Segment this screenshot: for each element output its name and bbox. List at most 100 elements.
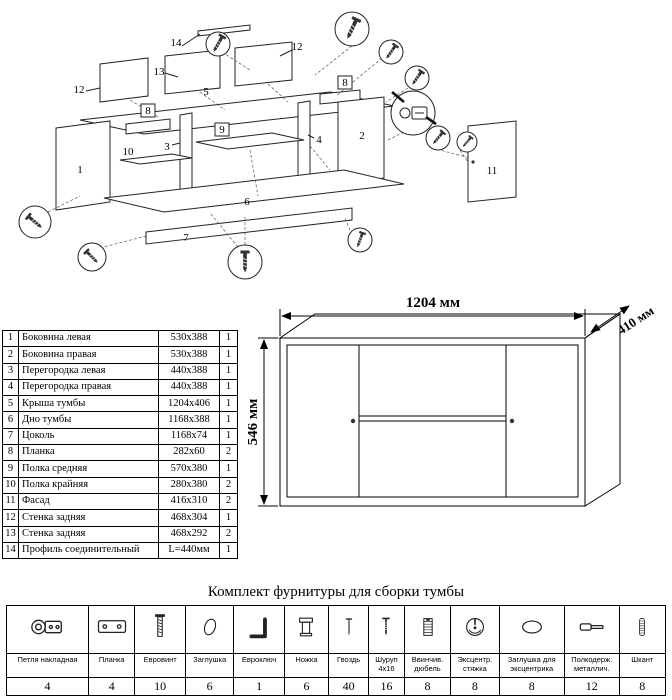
hardware-section: Комплект фурнитуры для сборки тумбы [5, 584, 667, 696]
part-size: 570x380 [158, 460, 220, 478]
hexkey-icon [249, 617, 267, 639]
height-dimension: 546 мм [248, 399, 261, 446]
diagram-label-4: 4 [316, 134, 322, 146]
hinge-icon [30, 619, 62, 635]
hardware-icon-cell [403, 605, 452, 654]
diagram-label-3: 3 [164, 141, 170, 153]
part-size: 1168x74 [158, 427, 220, 446]
part-num: 7 [2, 427, 19, 446]
part-size: 440x388 [158, 378, 220, 397]
hardware-name: Полкодерж. металлич. [563, 653, 620, 678]
screw-icon [382, 617, 391, 636]
hardware-names-row: Петля накладная Планка Евровинт Заглушка… [5, 653, 667, 678]
hardware-qty: 16 [368, 677, 405, 696]
hardware-icon-cell [233, 605, 285, 654]
hardware-qty: 1 [233, 677, 285, 696]
hardware-qty: 6 [184, 677, 235, 696]
hardware-icon-cell [368, 605, 405, 654]
diagram-label-8b: 8 [342, 77, 348, 89]
hardware-icon-cell [498, 605, 565, 654]
hardware-name: Евровинт [134, 653, 186, 678]
part-qty: 1 [219, 509, 238, 527]
hardware-qty: 40 [328, 677, 370, 696]
part-name: Боковина левая [18, 329, 159, 348]
part-size: 416x310 [158, 492, 220, 511]
part-qty: 2 [219, 476, 238, 494]
part-qty: 2 [219, 525, 238, 543]
part-name: Перегородка левая [18, 362, 159, 380]
part-num: 10 [2, 476, 19, 494]
part-num: 4 [2, 378, 19, 397]
hardware-name: Гвоздь [328, 653, 370, 678]
diagram-label-6: 6 [244, 196, 250, 208]
hardware-qty: 6 [283, 677, 330, 696]
part-qty: 1 [219, 427, 238, 446]
diagram-label-8a: 8 [145, 105, 151, 117]
part-num: 2 [2, 346, 19, 364]
hardware-icon-cell [563, 605, 620, 654]
part-num: 1 [2, 329, 19, 348]
part-size: L=440мм [158, 541, 220, 560]
part-name: Цоколь [18, 427, 159, 446]
cap-icon [203, 618, 216, 636]
part-size: 530x388 [158, 346, 220, 364]
part-qty: 1 [219, 541, 238, 560]
dowel-icon [639, 618, 646, 636]
hardware-icons-row [5, 605, 667, 654]
part-name: Планка [18, 444, 159, 462]
part-size: 1168x388 [158, 411, 220, 429]
hardware-name: Ввинчив. дюбель [403, 653, 452, 678]
nail-icon [345, 618, 352, 636]
diagram-label-5: 5 [203, 86, 209, 98]
hardware-qty: 4 [5, 677, 90, 696]
hardware-icon-cell [618, 605, 667, 654]
part-size: 280x380 [158, 476, 220, 494]
hardware-title: Комплект фурнитуры для сборки тумбы [207, 584, 465, 600]
hardware-icon-cell [328, 605, 370, 654]
dowel-insert-icon [422, 618, 433, 636]
hardware-name: Шкант [618, 653, 667, 678]
part-qty: 2 [219, 492, 238, 511]
leg-icon [299, 617, 314, 637]
hardware-table: Петля накладная Планка Евровинт Заглушка… [5, 605, 667, 696]
hardware-icon-cell [88, 605, 136, 654]
diagram-label-14: 14 [171, 37, 183, 49]
diagram-label-13: 13 [154, 66, 166, 78]
part-num: 12 [2, 509, 19, 527]
part-name: Перегородка правая [18, 378, 159, 397]
part-num: 6 [2, 411, 19, 429]
part-name: Стенка задняя [18, 509, 159, 527]
part-name: Дно тумбы [18, 411, 159, 429]
part-size: 282x60 [158, 444, 220, 462]
shelf-pin-icon [579, 623, 604, 631]
hardware-qty: 8 [498, 677, 565, 696]
part-name: Полка крайняя [18, 476, 159, 494]
diagram-label-12b: 12 [292, 41, 303, 53]
hardware-qty: 10 [134, 677, 186, 696]
hardware-icon-cell [184, 605, 235, 654]
dimension-drawing: 1204 мм 410 мм 546 мм [248, 295, 657, 507]
part-qty: 1 [219, 378, 238, 397]
part-num: 8 [2, 444, 19, 462]
diagram-label-12a: 12 [74, 84, 85, 96]
depth-dimension: 410 мм [614, 303, 656, 338]
hardware-icon-cell [450, 605, 500, 654]
hardware-name: Заглушка для эксцентрика [498, 653, 565, 678]
diagram-label-2: 2 [359, 130, 365, 142]
part-num: 9 [2, 460, 19, 478]
hardware-name: Петля накладная [5, 653, 90, 678]
part-qty: 1 [219, 411, 238, 429]
hardware-qty: 12 [563, 677, 620, 696]
